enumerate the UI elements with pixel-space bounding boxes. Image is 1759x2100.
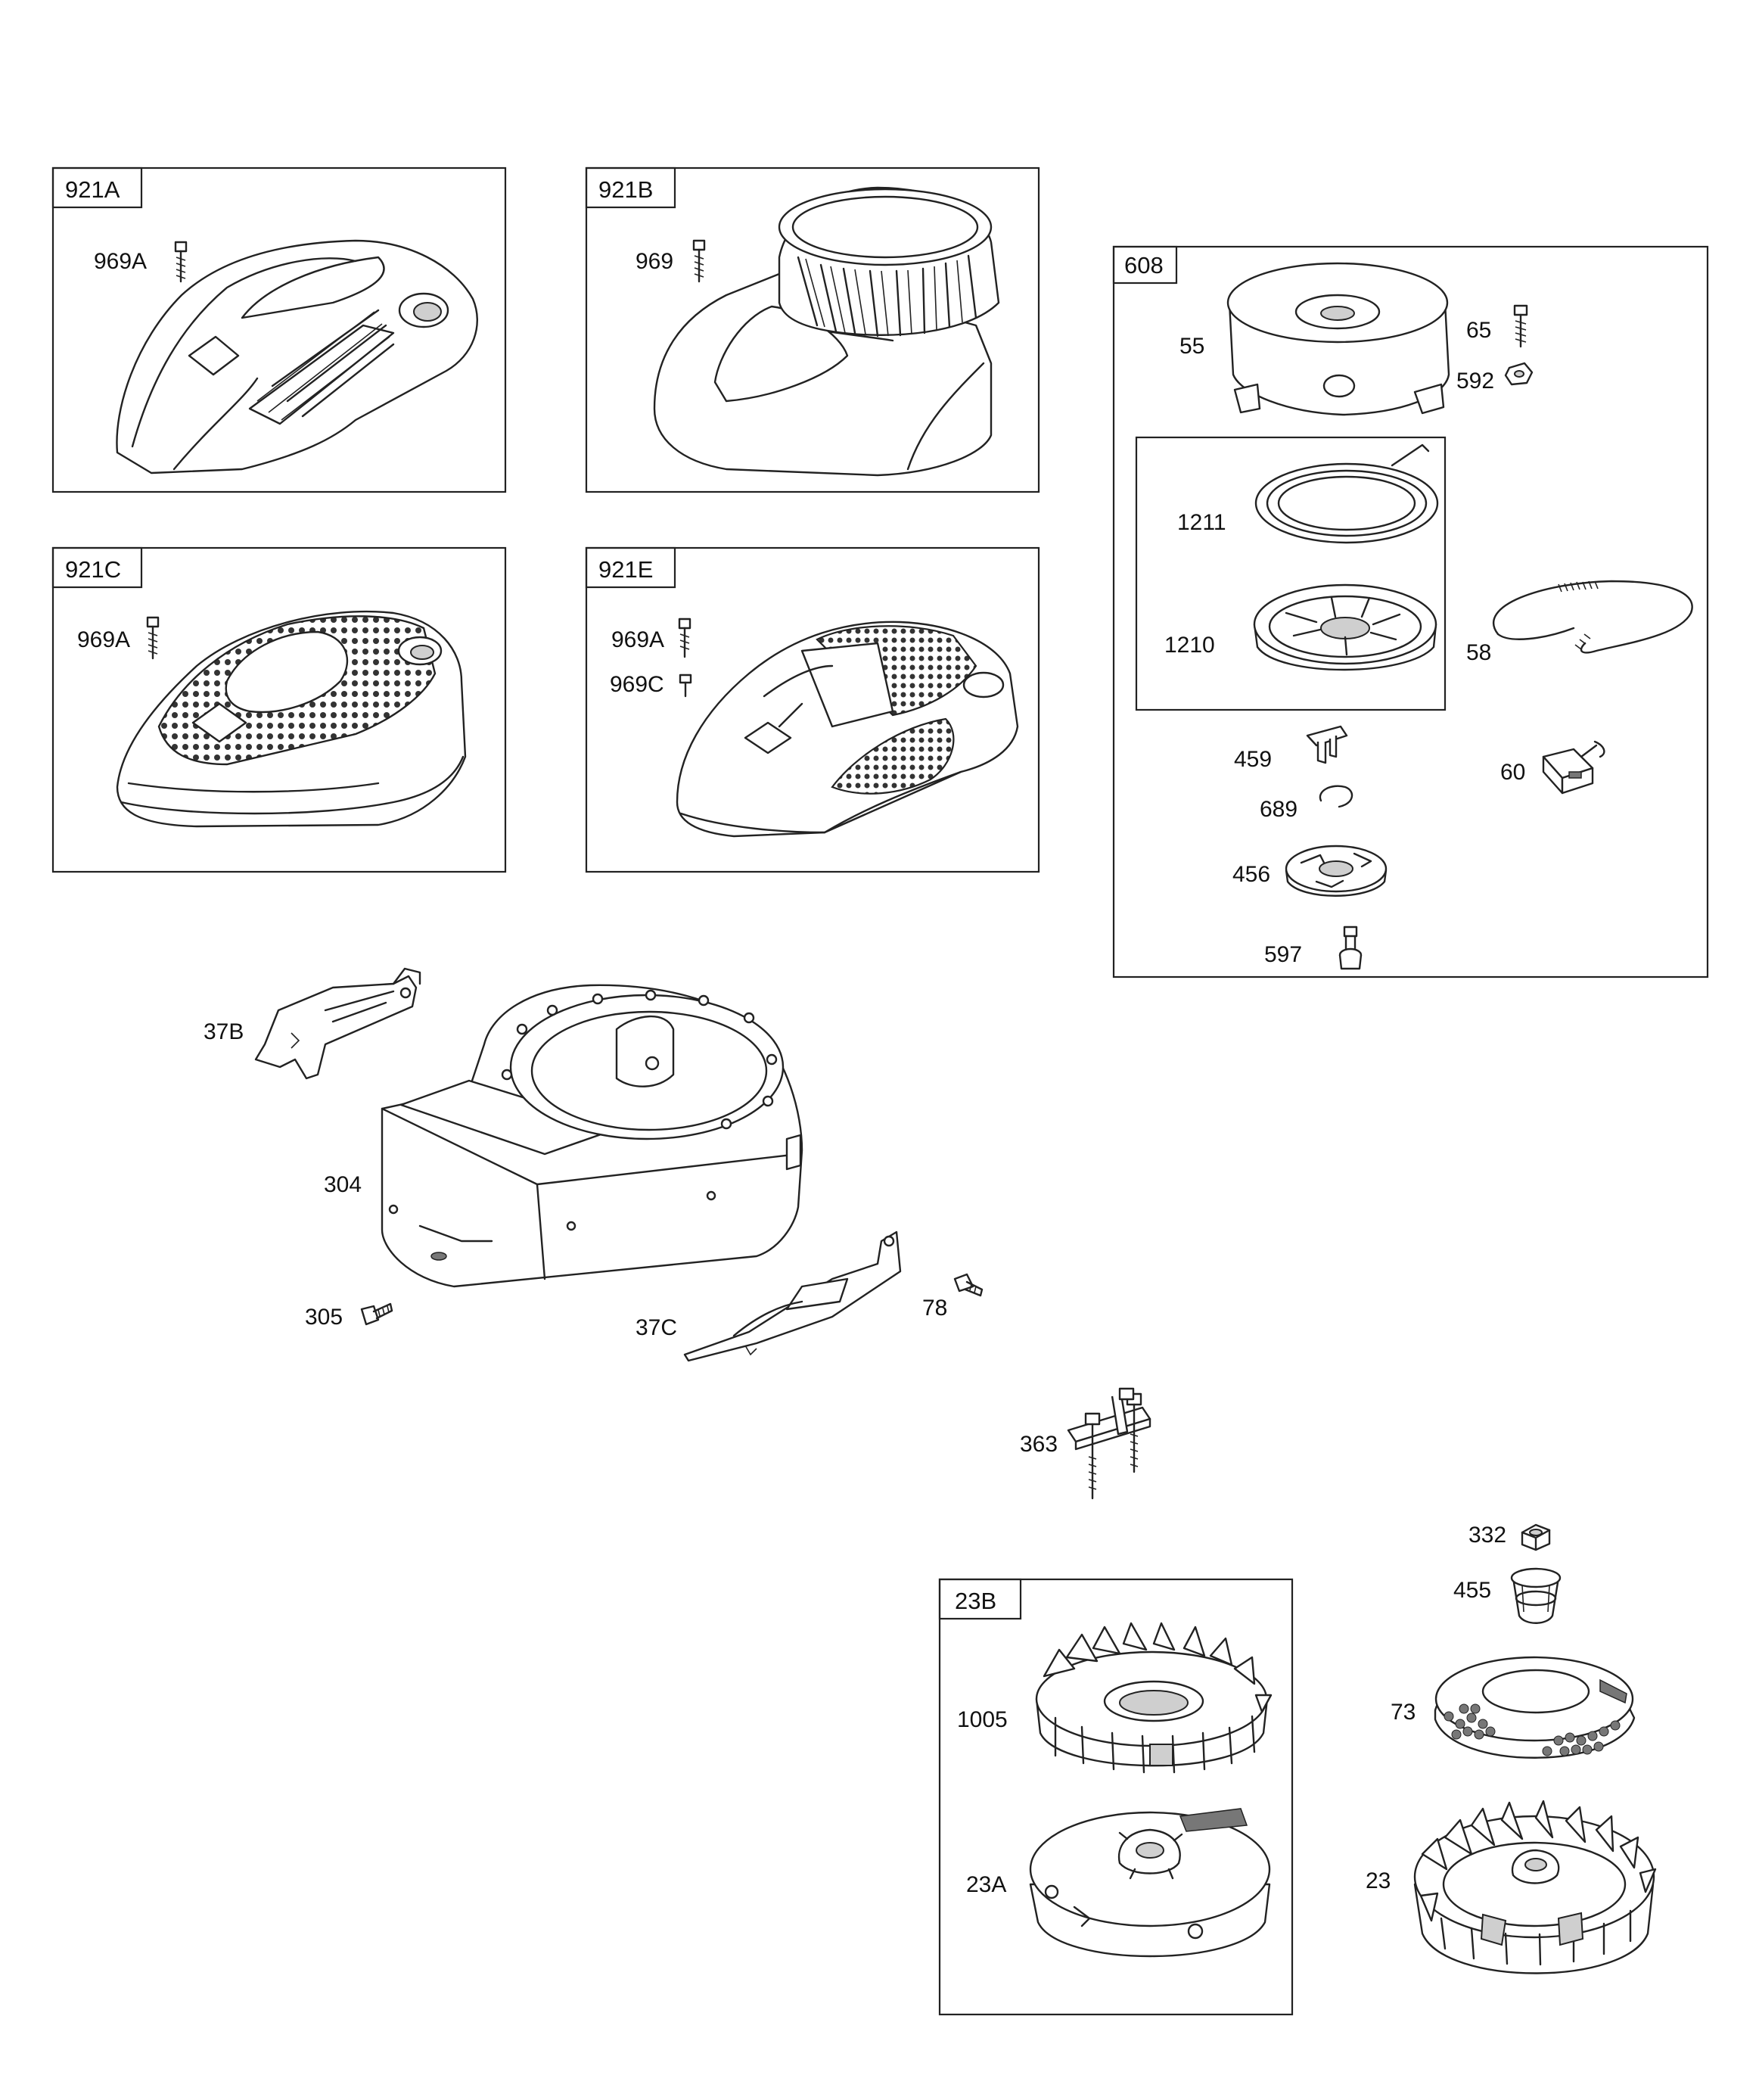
part-label-1211: 1211 bbox=[1177, 510, 1226, 535]
part-label-60: 60 bbox=[1500, 760, 1525, 785]
part-label-23: 23 bbox=[1366, 1868, 1391, 1893]
handle-60 bbox=[1542, 740, 1605, 795]
part-label-1210: 1210 bbox=[1164, 633, 1215, 658]
pawl-459 bbox=[1306, 725, 1348, 764]
part-label-78: 78 bbox=[922, 1296, 947, 1321]
group-tag-921E: 921E bbox=[598, 556, 653, 583]
starter-housing-55 bbox=[1226, 262, 1450, 416]
part-label-969A-e: 969A bbox=[611, 627, 664, 652]
group-tag-921A: 921A bbox=[65, 176, 120, 203]
part-label-969: 969 bbox=[636, 249, 673, 274]
part-label-73: 73 bbox=[1391, 1700, 1416, 1725]
screen-73 bbox=[1434, 1656, 1636, 1759]
group-tag-23B: 23B bbox=[955, 1588, 996, 1614]
rope-58 bbox=[1492, 580, 1693, 654]
part-label-305: 305 bbox=[305, 1305, 343, 1330]
nut-592 bbox=[1504, 362, 1534, 386]
cup-455 bbox=[1510, 1567, 1562, 1624]
spring-1211 bbox=[1254, 443, 1439, 544]
part-label-592: 592 bbox=[1456, 369, 1494, 394]
screw-305 bbox=[360, 1302, 393, 1326]
group-tag-921C: 921C bbox=[65, 556, 121, 583]
blower-cover-921C bbox=[116, 610, 467, 828]
screw-969A-e bbox=[678, 618, 691, 658]
part-label-37B: 37B bbox=[204, 1019, 244, 1044]
part-label-969C: 969C bbox=[610, 672, 664, 697]
part-label-23A: 23A bbox=[966, 1872, 1006, 1897]
ring-689 bbox=[1319, 785, 1353, 808]
blower-cover-921E bbox=[676, 621, 1019, 838]
group-921A: 921A 969A bbox=[51, 166, 507, 493]
screw-969 bbox=[692, 239, 706, 283]
part-label-459: 459 bbox=[1234, 747, 1272, 772]
retainer-456 bbox=[1285, 845, 1388, 897]
group-921C: 921C 969A bbox=[51, 546, 507, 873]
part-label-455: 455 bbox=[1453, 1578, 1491, 1603]
part-label-597: 597 bbox=[1264, 942, 1302, 967]
group-921B: 921B 969 bbox=[585, 166, 1040, 493]
group-23B: 23B 1005 23A bbox=[938, 1578, 1294, 2016]
group-tag-608: 608 bbox=[1124, 252, 1164, 278]
blower-cover-921B bbox=[653, 186, 1000, 477]
part-label-58: 58 bbox=[1466, 640, 1491, 665]
screw-969A bbox=[174, 241, 188, 283]
flywheel-23 bbox=[1413, 1800, 1657, 1974]
part-label-332: 332 bbox=[1468, 1523, 1506, 1548]
bracket-37B bbox=[254, 967, 421, 1080]
bracket-363 bbox=[1067, 1387, 1151, 1500]
flywheel-23A bbox=[1029, 1808, 1271, 1958]
part-label-969A: 969A bbox=[94, 249, 147, 274]
blower-cover-921A bbox=[116, 239, 478, 474]
nut-332 bbox=[1521, 1523, 1551, 1551]
part-label-37C: 37C bbox=[636, 1315, 677, 1340]
part-label-969A-c: 969A bbox=[77, 627, 130, 652]
blower-housing-304 bbox=[381, 984, 803, 1288]
part-label-456: 456 bbox=[1232, 862, 1270, 887]
screw-969A-c bbox=[146, 616, 160, 660]
screw-597 bbox=[1338, 926, 1363, 970]
group-608: 608 55 65 592 1211 1210 58 459 60 689 45… bbox=[1112, 245, 1709, 978]
screw-969C bbox=[679, 674, 692, 698]
group-tag-921B: 921B bbox=[598, 176, 653, 203]
screw-65 bbox=[1513, 304, 1528, 348]
fan-1005 bbox=[1035, 1622, 1273, 1774]
part-label-65: 65 bbox=[1466, 318, 1491, 343]
screw-78 bbox=[953, 1273, 984, 1297]
part-label-689: 689 bbox=[1260, 797, 1297, 822]
part-label-1005: 1005 bbox=[957, 1707, 1008, 1732]
part-label-55: 55 bbox=[1179, 334, 1204, 359]
part-label-304: 304 bbox=[324, 1172, 362, 1197]
baffle-37C bbox=[683, 1230, 902, 1362]
part-label-363: 363 bbox=[1020, 1432, 1058, 1457]
group-921E: 921E 969A 969C bbox=[585, 546, 1040, 873]
pulley-1210 bbox=[1253, 583, 1437, 671]
